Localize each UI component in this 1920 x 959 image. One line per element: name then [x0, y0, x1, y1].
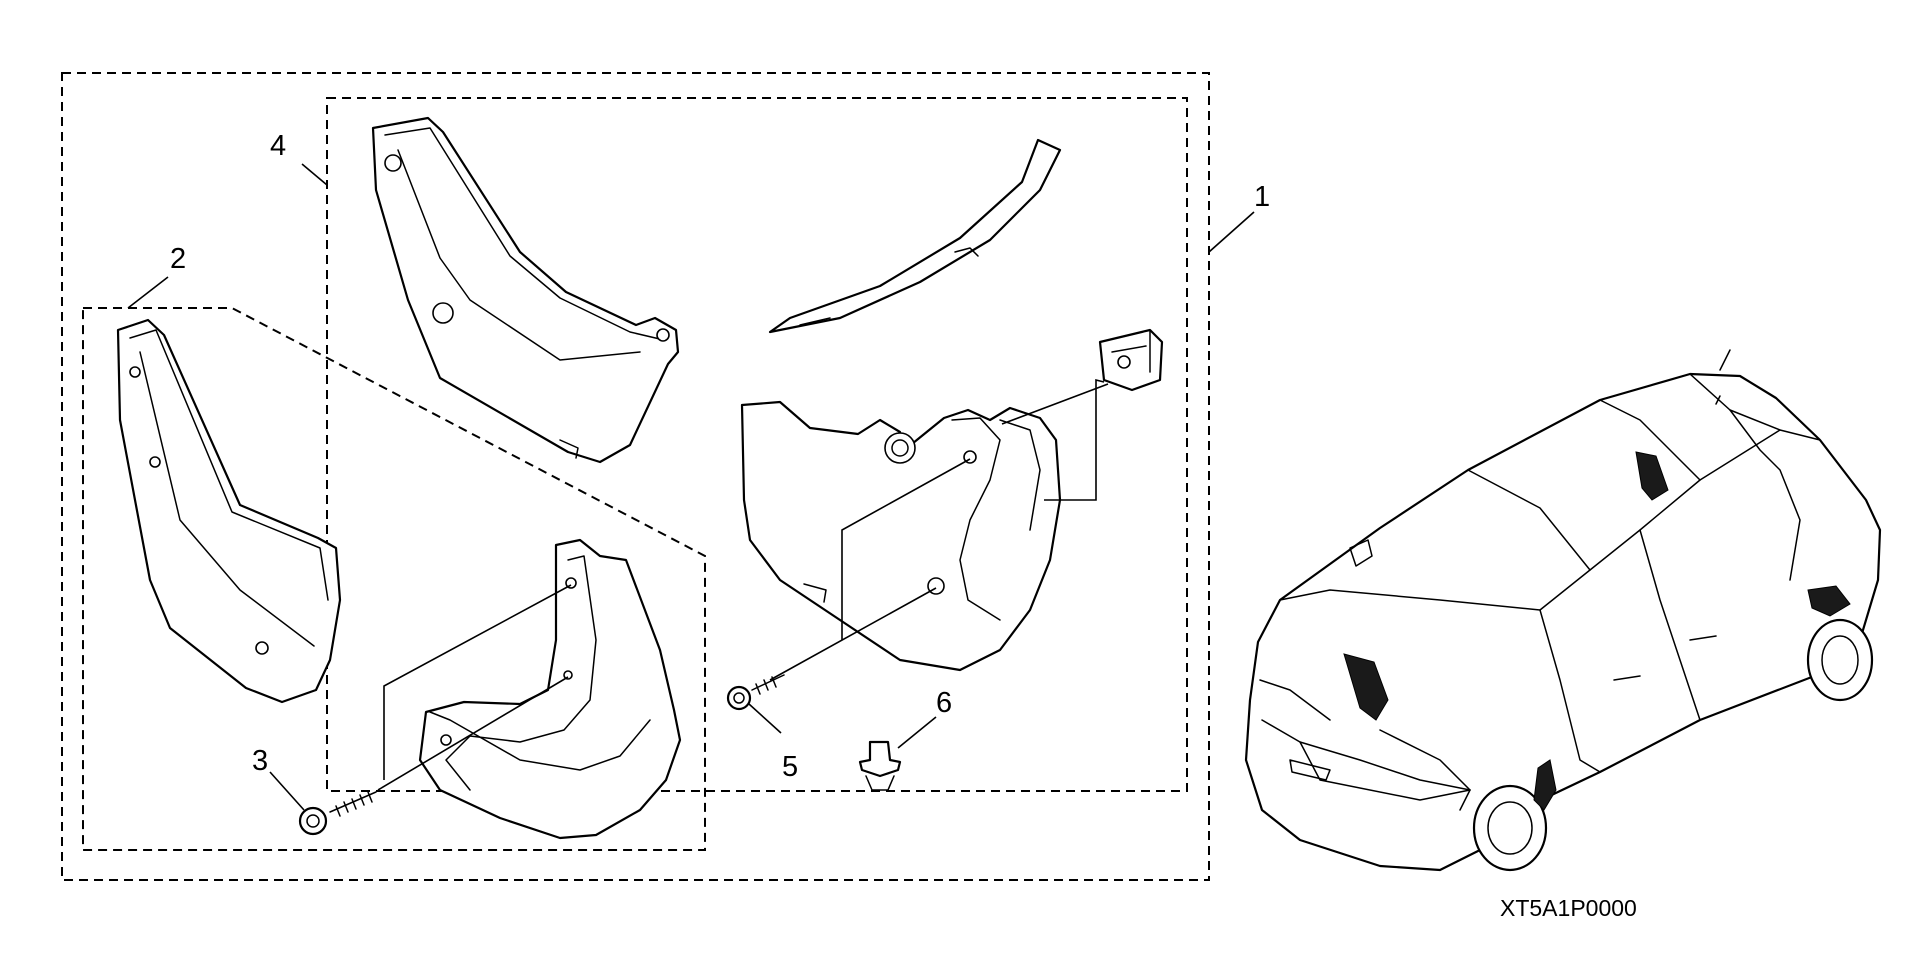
callout-3: 3	[252, 745, 268, 777]
front-set-group-box	[326, 97, 1188, 792]
rear-set-group-box	[82, 307, 706, 851]
trim-strip-part	[768, 138, 1062, 334]
callout-4: 4	[270, 130, 286, 162]
kit-group-box	[61, 72, 1210, 881]
front-mudflap-part	[740, 400, 1062, 672]
diagram-code: XT5A1P0000	[1500, 895, 1637, 921]
callout-6: 6	[936, 687, 952, 719]
callout-2: 2	[170, 243, 186, 275]
rear-mudflap-part	[418, 538, 682, 840]
clip-part-6	[858, 740, 902, 791]
screw-part-5	[726, 674, 785, 711]
screw-part-3	[298, 791, 377, 836]
callout-5: 5	[782, 751, 798, 783]
car-illustration	[1244, 349, 1882, 872]
front-mudguard-part	[371, 116, 680, 464]
rear-mudguard-part	[116, 318, 342, 704]
clip-bracket-part	[1098, 328, 1164, 392]
callout-1: 1	[1254, 181, 1270, 213]
